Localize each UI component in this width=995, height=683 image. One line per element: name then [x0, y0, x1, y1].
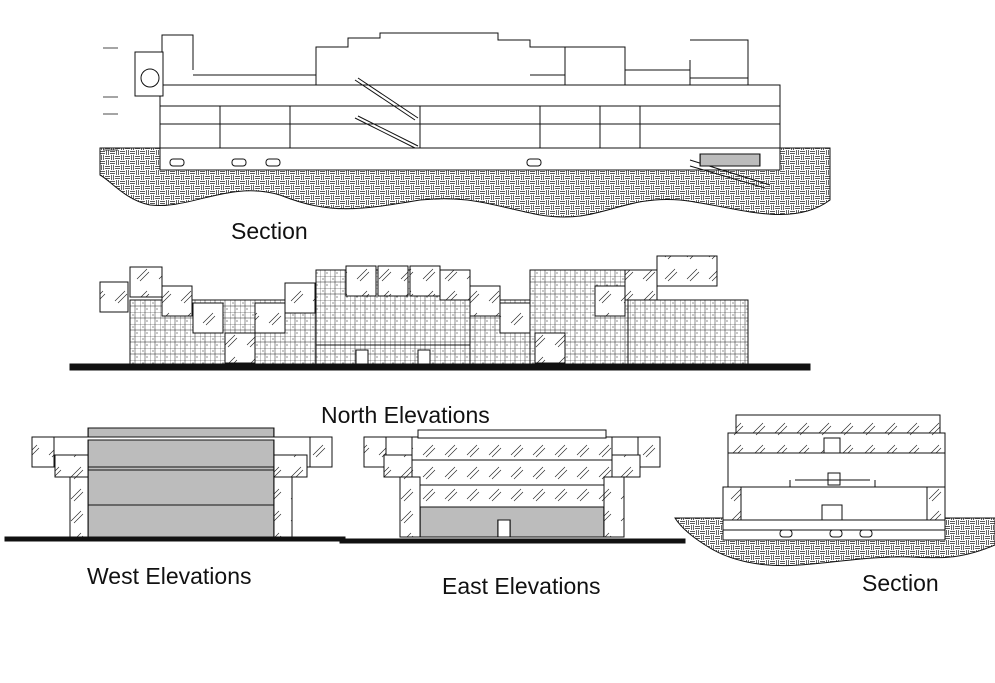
caption-section-top: Section	[231, 218, 308, 244]
west-elevation-drawing	[4, 427, 346, 542]
level-markers	[103, 47, 118, 151]
cars	[169, 158, 542, 167]
caption-section-right: Section	[862, 570, 939, 596]
west-base-line	[4, 536, 346, 542]
upper-volumes	[161, 32, 749, 85]
caption-north-elevations: North Elevations	[321, 402, 490, 428]
roof-rail	[193, 69, 748, 79]
north-elevation-drawing	[69, 255, 811, 371]
basement-level	[159, 147, 781, 171]
north-glazing-boxes	[99, 255, 718, 364]
escalator	[354, 77, 419, 149]
east-ground-facade	[419, 506, 605, 538]
east-elevation-drawing	[339, 429, 686, 544]
east-base-line	[339, 538, 686, 544]
main-block	[159, 84, 781, 149]
caption-east-elevations: East Elevations	[442, 573, 601, 599]
section-drawing-right	[674, 414, 995, 567]
caption-west-elevations: West Elevations	[87, 563, 252, 589]
east-glazed-volume	[411, 436, 613, 508]
section-drawing-top	[99, 32, 831, 218]
north-base-line	[69, 363, 811, 371]
